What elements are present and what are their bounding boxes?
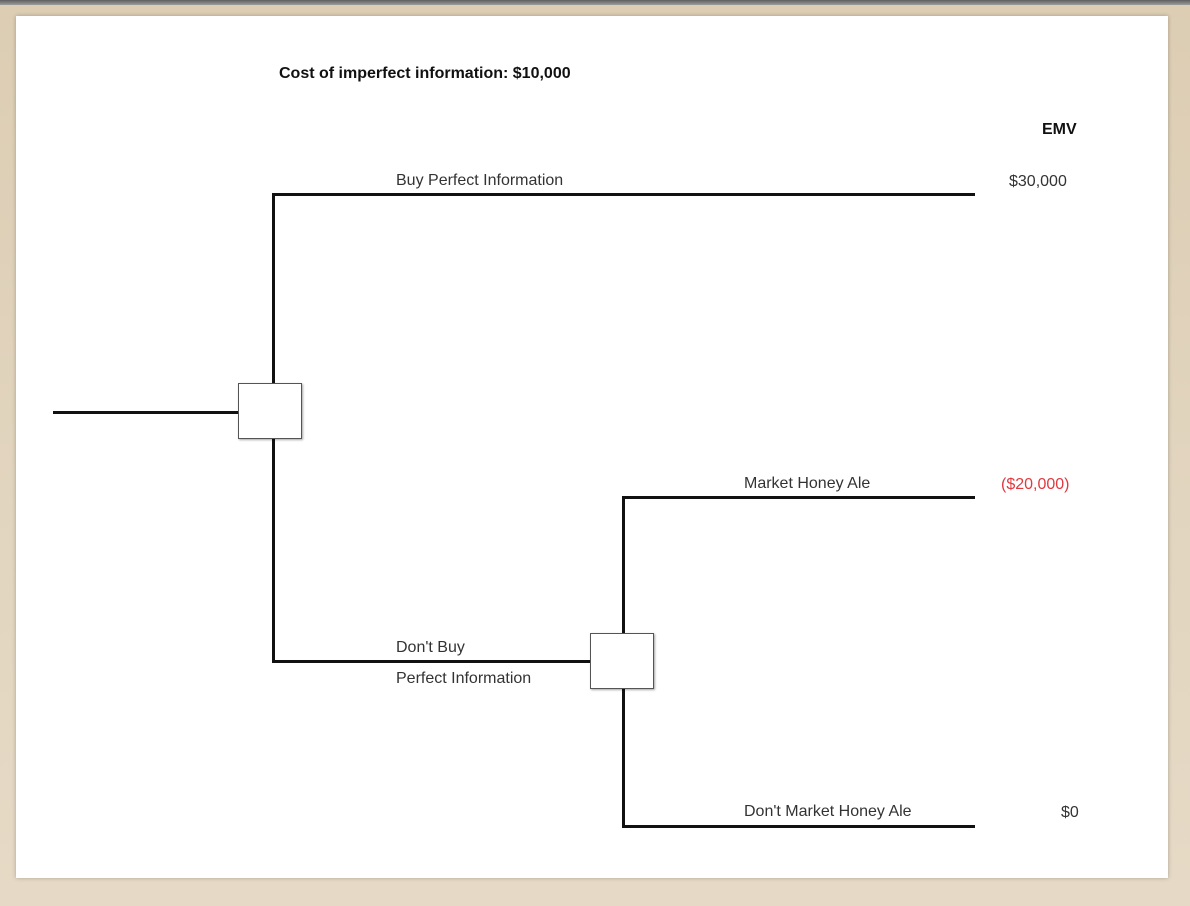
cost-imperfect-info-note: Cost of imperfect information: $10,000 [279, 65, 571, 82]
dont-buy-perfect-info-branch [272, 660, 592, 663]
market-honey-ale-emv: ($20,000) [1001, 476, 1070, 493]
dont-market-honey-ale-branch [622, 825, 975, 828]
buy-perfect-info-branch [272, 193, 975, 196]
emv-column-header: EMV [1042, 121, 1077, 138]
dont-market-honey-ale-emv: $0 [1061, 804, 1079, 821]
market-honey-ale-label: Market Honey Ale [744, 475, 871, 492]
decision-node-buy-info [238, 383, 302, 439]
decision-node-market [590, 633, 654, 689]
window-top-strip [0, 0, 1190, 5]
buy-perfect-info-emv: $30,000 [1009, 173, 1067, 190]
buy-perfect-info-label: Buy Perfect Information [396, 172, 564, 189]
market-honey-ale-branch [622, 496, 975, 499]
diagram-panel: Cost of imperfect information: $10,000 E… [16, 16, 1168, 878]
root-entry-line [53, 411, 240, 414]
dont-buy-label-line1: Don't Buy [396, 639, 465, 656]
dont-market-honey-ale-label: Don't Market Honey Ale [744, 803, 912, 820]
dont-buy-label-line2: Perfect Information [396, 670, 532, 687]
